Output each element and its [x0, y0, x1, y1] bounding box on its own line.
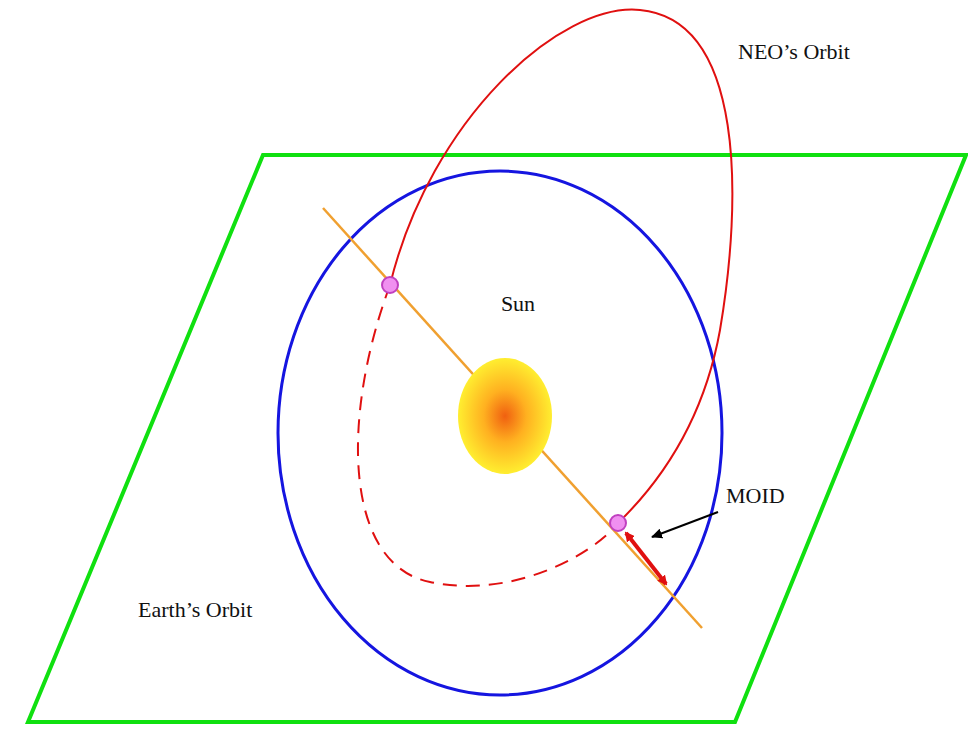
node-point [610, 515, 626, 531]
neo-orbit-below [358, 285, 612, 586]
neo-orbit-above [390, 10, 732, 523]
leader-arrow [652, 512, 718, 537]
sun-shape [458, 358, 552, 474]
node-label: Sun [455, 292, 563, 316]
annotation-label: NEO’s Orbit [738, 40, 850, 64]
sun-node: Sun [455, 292, 563, 478]
annotation-label: Earth’s Orbit [138, 598, 252, 622]
annotation-label: MOID [726, 484, 785, 508]
sun-disc [455, 292, 555, 478]
earth-orbit [278, 171, 722, 695]
node-point [382, 277, 398, 293]
ecliptic-plane [28, 155, 966, 722]
moid-arrow [626, 533, 666, 584]
line-of-nodes [323, 208, 702, 628]
